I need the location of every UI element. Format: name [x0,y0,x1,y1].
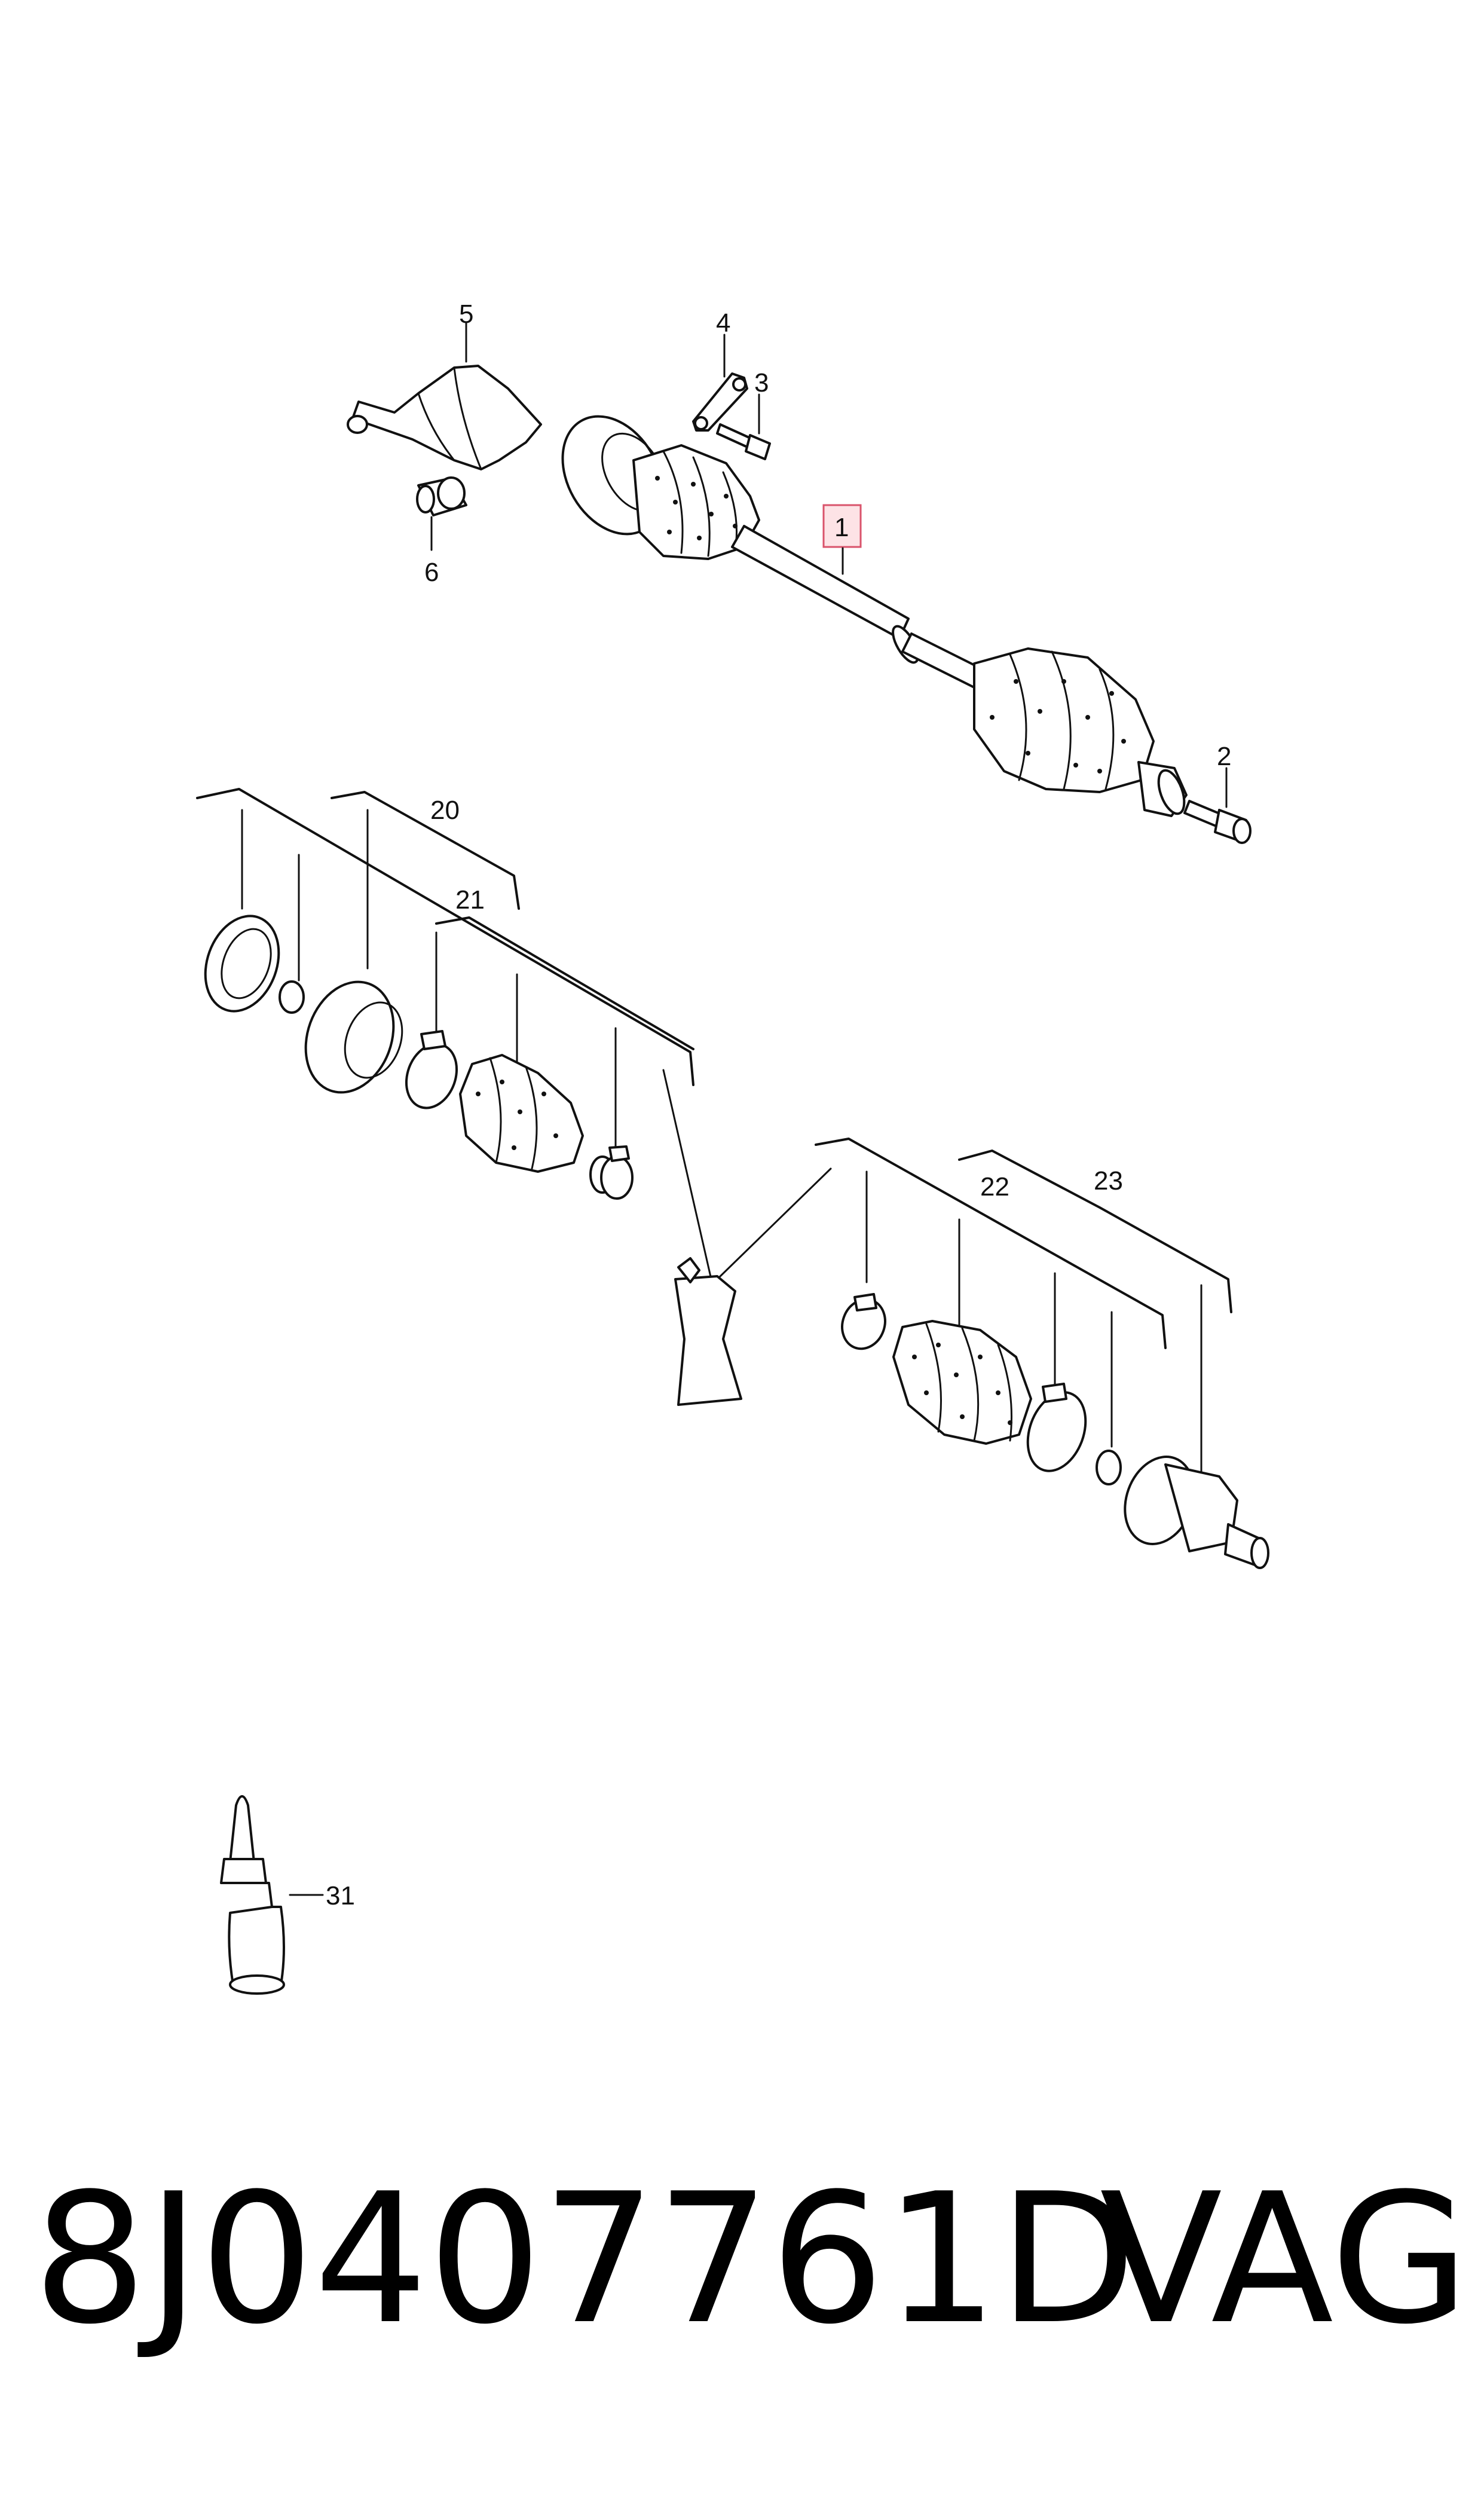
part-2-bolt [1183,800,1252,844]
circlip-22 [1096,1450,1122,1485]
callout-5: 5 [459,299,473,329]
callout-1: 1 [834,513,849,542]
callout-21: 21 [455,885,485,915]
bracket-22 [815,1138,1167,1349]
boot-22 [892,1320,1032,1445]
bracket-23 [958,1150,1232,1313]
grease-tube [674,1257,742,1406]
circlip [279,980,305,1014]
part-3-bolt [716,423,771,460]
callout-22: 22 [980,1172,1009,1202]
callout-31: 31 [326,1881,355,1910]
group-22-23-parts [841,1293,1269,1569]
callout-2: 2 [1217,742,1231,771]
inner-joint-flange [304,980,395,1094]
small-clamp [600,1155,634,1200]
callout-1-highlight [822,504,862,548]
callout-6: 6 [424,558,439,587]
callout-3: 3 [754,368,769,398]
brand-name: VAG [1100,2155,1470,2364]
hose-clamp-22 [1026,1391,1087,1472]
part-5-heat-shield [347,365,542,470]
callout-23: 23 [1094,1166,1123,1196]
leader-grease-b [716,1167,832,1280]
callout-20: 20 [430,796,460,825]
part-31-sealant-bottle [220,1795,285,1995]
leader-grease-a [662,1069,712,1280]
bracket-20-outer [196,788,694,1086]
bracket-21 [435,916,694,1050]
part-1-drive-shaft [561,415,1188,817]
group-20-21-parts [204,915,634,1200]
bracket-20-top [331,791,520,910]
callout-4: 4 [716,308,730,338]
part-number: 8J0407761D [33,2155,1137,2364]
part-6-bushing [416,476,467,516]
part-4-lock-plate [692,372,748,432]
seal-ring [204,915,280,1013]
